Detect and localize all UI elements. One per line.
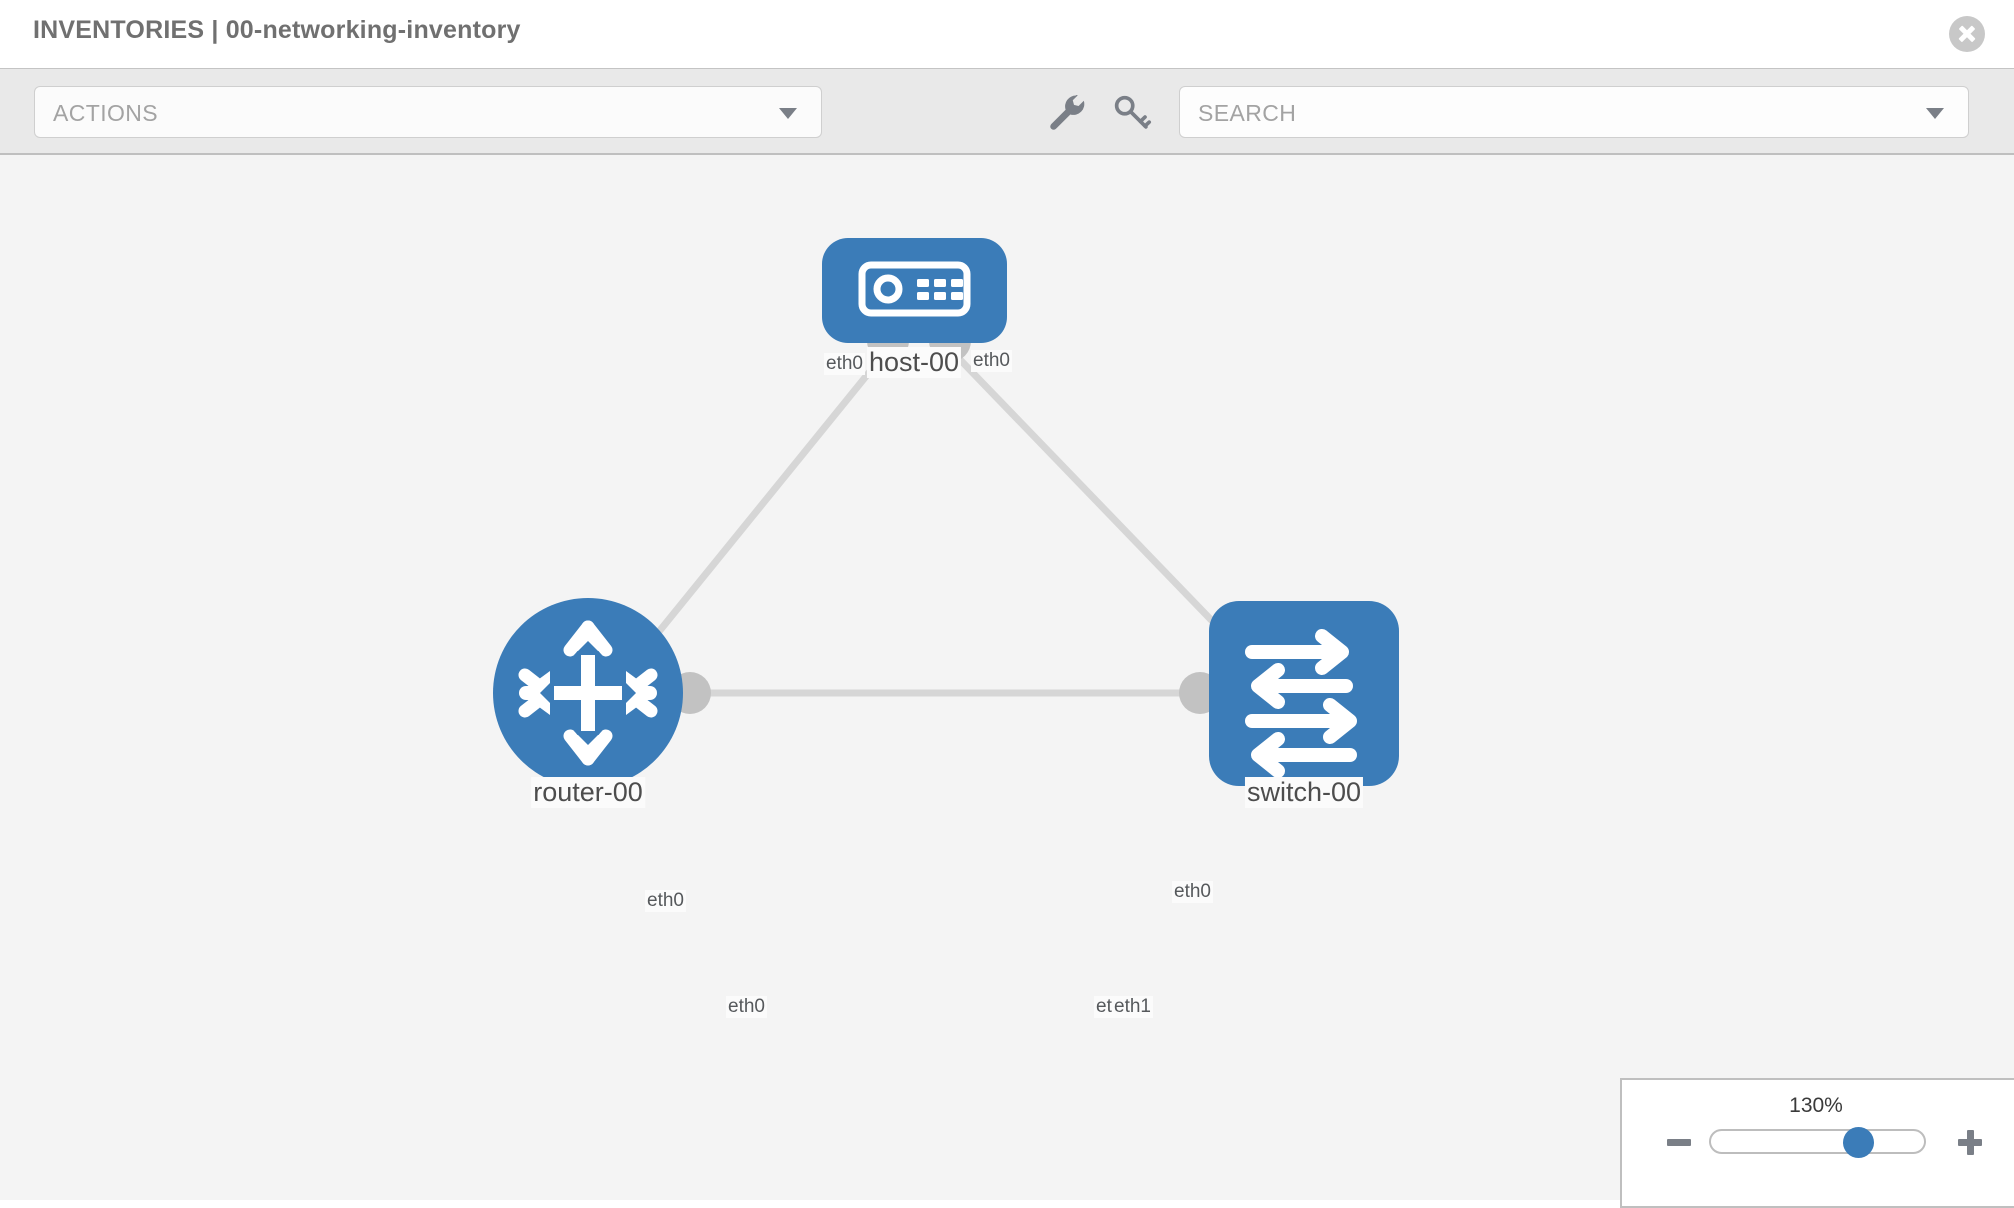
minus-icon-bar: [1667, 1139, 1691, 1146]
key-icon[interactable]: [1110, 91, 1152, 133]
minus-icon[interactable]: [1665, 1128, 1693, 1156]
server-icon: [858, 261, 971, 317]
plus-icon[interactable]: [1956, 1128, 1984, 1156]
page-title: INVENTORIES | 00-networking-inventory: [33, 16, 521, 44]
edge-host-router: [637, 340, 896, 658]
actions-dropdown[interactable]: ACTIONS: [34, 86, 822, 138]
edge-host-switch: [941, 340, 1248, 658]
topology-canvas[interactable]: host-00 router-00 switch-00 eth0 eth0 et…: [0, 155, 2014, 1200]
edge-label-switch-eth1: eth1: [1112, 996, 1153, 1018]
edge-label-router-eth0: eth0: [726, 996, 767, 1018]
node-host-00[interactable]: [822, 238, 1007, 343]
node-switch-00[interactable]: [1209, 601, 1399, 786]
zoom-slider-track[interactable]: [1709, 1129, 1926, 1154]
search-input-placeholder: SEARCH: [1198, 100, 1297, 126]
switch-arrows-icon: [1245, 629, 1357, 778]
edge-label-host-eth0-right: eth0: [971, 350, 1012, 372]
title-bar: INVENTORIES | 00-networking-inventory: [0, 0, 2014, 68]
edge-label-router-uplink-eth0: eth0: [645, 890, 686, 912]
toolbar: ACTIONS SEARCH: [0, 68, 2014, 155]
node-router-00[interactable]: [493, 598, 683, 788]
node-label-switch-00: switch-00: [1244, 777, 1364, 808]
topology-graph: [493, 238, 1399, 788]
topology-connectors: [669, 320, 1255, 714]
topology-edges: [637, 340, 1248, 697]
search-input[interactable]: SEARCH: [1179, 86, 1969, 138]
node-label-host-00: host-00: [866, 347, 962, 378]
edge-label-switch-uplink-eth0: eth0: [1172, 881, 1213, 903]
plus-icon-bar-v: [1966, 1130, 1974, 1155]
close-icon[interactable]: [1949, 16, 1985, 52]
chevron-down-icon: [779, 108, 797, 119]
zoom-control-panel: 130%: [1620, 1078, 2014, 1208]
server-icon-leds: [917, 279, 963, 300]
zoom-slider-thumb[interactable]: [1843, 1127, 1874, 1158]
router-arrowheads: [520, 621, 656, 765]
edge-label-host-eth0-left: eth0: [824, 353, 865, 375]
wrench-icon[interactable]: [1046, 91, 1088, 133]
chevron-down-icon[interactable]: [1926, 108, 1944, 119]
node-label-router-00: router-00: [531, 777, 645, 808]
actions-dropdown-label: ACTIONS: [53, 100, 159, 126]
zoom-percent-label: 130%: [1789, 1094, 1843, 1117]
